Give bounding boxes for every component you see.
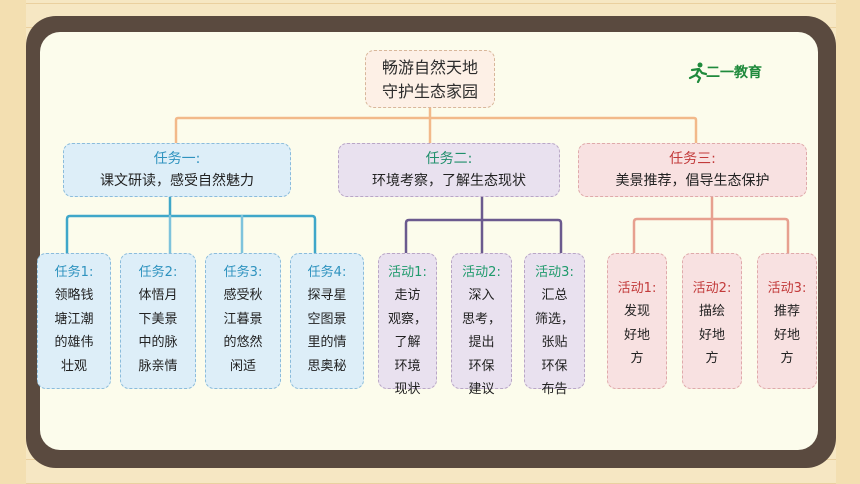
activity-node-3-3: 活动3: 推荐 好地 方 (757, 253, 817, 389)
activity-title: 活动1: (617, 281, 657, 296)
subtask-node-1: 任务1: 领略钱 塘江潮 的雄伟 壮观 (37, 253, 111, 389)
activity-line: 环保 (541, 358, 568, 374)
subtask-line: 下美景 (138, 311, 178, 327)
connector-task3-to-leaves (632, 195, 790, 255)
activity-title: 活动3: (535, 265, 574, 280)
subtask-line: 空图景 (307, 311, 347, 327)
activity-line: 环境 (394, 358, 421, 374)
activity-line: 方 (780, 351, 794, 366)
activity-title: 活动2: (462, 265, 501, 280)
subtask-title: 任务2: (138, 265, 178, 280)
activity-line: 发现 (623, 304, 650, 319)
activity-line: 走访 (394, 288, 421, 303)
activity-line: 推荐 (773, 304, 800, 319)
activity-line: 思考， (461, 311, 501, 327)
background-stripe-right (836, 0, 860, 484)
activity-line: 了解 (394, 335, 421, 350)
task-node-1: 任务一: 课文研读，感受自然魅力 (63, 143, 291, 197)
activity-line: 好地 (623, 327, 650, 343)
task-title: 任务三: (669, 151, 716, 167)
subtask-node-3: 任务3: 感受秋 江暮景 的悠然 闲适 (205, 253, 281, 389)
connector-task2-to-leaves (404, 195, 563, 255)
task-description: 课文研读，感受自然魅力 (100, 173, 254, 189)
logo-text: 二一教育 (706, 65, 762, 81)
connector-root-to-tasks (174, 106, 698, 145)
activity-line: 好地 (698, 327, 725, 343)
activity-line: 建议 (468, 382, 495, 397)
task-title: 任务二: (425, 151, 473, 167)
subtask-line: 感受秋 (223, 288, 263, 303)
subtask-line: 思奥秘 (307, 358, 347, 374)
runner-icon (688, 62, 708, 83)
root-node: 畅游自然天地 守护生态家园 (365, 50, 495, 108)
connector-task1-to-leaves (65, 195, 317, 255)
subtask-node-2: 任务2: 体悟月 下美景 中的脉 脉亲情 (120, 253, 196, 389)
subtask-line: 的雄伟 (54, 335, 94, 350)
activity-line: 环保 (468, 358, 495, 374)
activity-line: 提出 (468, 335, 495, 350)
root-title-line-1: 畅游自然天地 (381, 58, 478, 77)
background-stripe-left (0, 0, 26, 484)
activity-line: 描绘 (698, 304, 725, 319)
activity-node-2-3: 活动3: 汇总 筛选， 张贴 环保 布告 (524, 253, 585, 397)
activity-title: 活动3: (767, 281, 807, 296)
activity-title: 活动1: (388, 265, 427, 280)
activity-node-3-2: 活动2: 描绘 好地 方 (682, 253, 742, 389)
subtask-line: 江暮景 (223, 311, 263, 327)
activity-line: 现状 (394, 382, 421, 397)
subtask-line: 探寻星 (307, 288, 347, 303)
subtask-line: 脉亲情 (138, 358, 178, 374)
subtask-title: 任务1: (54, 265, 94, 280)
task-node-2: 任务二: 环境考察，了解生态现状 (338, 143, 560, 197)
subtask-line: 的悠然 (223, 335, 263, 350)
subtask-line: 里的情 (307, 335, 347, 350)
brand-logo: 二一教育 (686, 60, 786, 84)
subtask-title: 任务4: (307, 265, 347, 280)
activity-line: 筛选， (534, 311, 574, 327)
task-node-3: 任务三: 美景推荐，倡导生态保护 (578, 143, 807, 197)
subtask-node-4: 任务4: 探寻星 空图景 里的情 思奥秘 (290, 253, 364, 389)
task-title: 任务一: (153, 151, 201, 167)
activity-node-3-1: 活动1: 发现 好地 方 (607, 253, 667, 389)
subtask-line: 闲适 (229, 358, 256, 374)
activity-line: 汇总 (541, 288, 568, 303)
subtask-line: 体悟月 (138, 288, 178, 303)
activity-line: 深入 (468, 288, 495, 303)
activity-node-2-1: 活动1: 走访 观察， 了解 环境 现状 (378, 253, 437, 397)
task-description: 环境考察，了解生态现状 (372, 173, 526, 189)
subtask-line: 中的脉 (138, 335, 178, 350)
task-description: 美景推荐，倡导生态保护 (615, 173, 770, 189)
activity-line: 好地 (773, 327, 800, 343)
root-title-line-2: 守护生态家园 (381, 82, 478, 101)
activity-title: 活动2: (692, 281, 732, 296)
activity-node-2-2: 活动2: 深入 思考， 提出 环保 建议 (451, 253, 512, 397)
subtask-line: 壮观 (60, 358, 87, 374)
activity-line: 张贴 (541, 335, 568, 350)
activity-line: 观察， (387, 311, 427, 327)
subtask-title: 任务3: (223, 265, 263, 280)
activity-line: 方 (630, 351, 644, 366)
subtask-line: 塘江潮 (54, 311, 94, 327)
activity-line: 方 (705, 351, 719, 366)
activity-line: 布告 (541, 382, 568, 397)
subtask-line: 领略钱 (54, 288, 94, 303)
